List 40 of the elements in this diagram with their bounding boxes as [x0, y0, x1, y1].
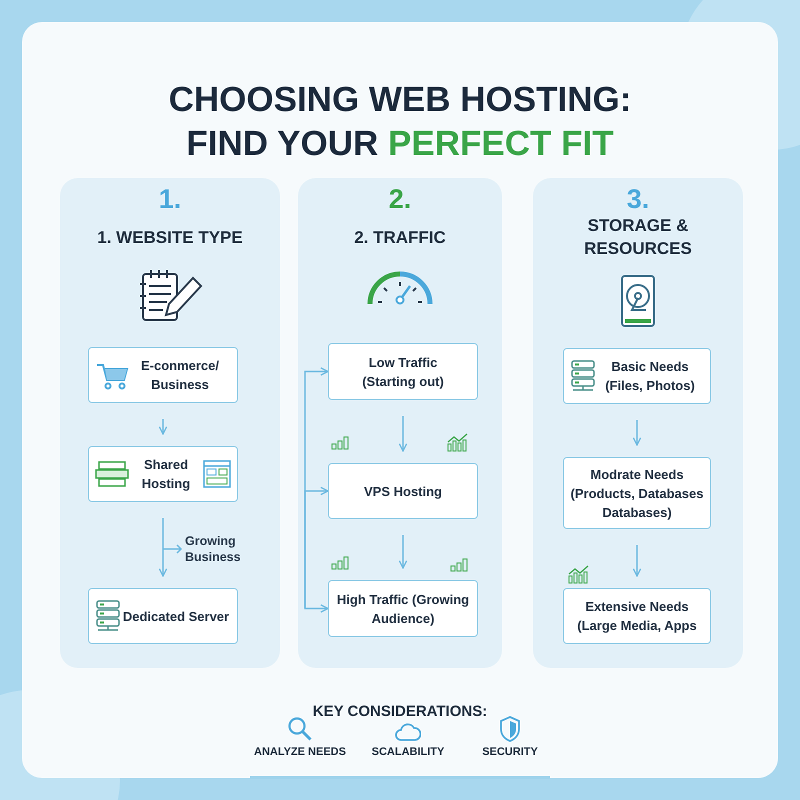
arrow [632, 420, 642, 446]
arrow [398, 416, 408, 452]
step-panel [533, 178, 743, 668]
step-number: 2. [388, 184, 412, 215]
option-label: Low Traffic (Starting out) [361, 354, 445, 390]
arrow [304, 486, 329, 608]
step-number: 3. [626, 184, 650, 215]
step-heading: 2. TRAFFIC [353, 227, 447, 249]
option-box [88, 347, 238, 403]
consideration-label: ANALYZE NEEDS [254, 746, 346, 758]
arrow [304, 604, 329, 613]
step-number: 1. [158, 184, 182, 215]
consideration-label: SCALABILITY [372, 746, 444, 758]
option-label: Shared Hosting [140, 456, 192, 493]
option-box [563, 457, 711, 529]
option-box [328, 580, 478, 637]
option-label: VPS Hosting [362, 482, 443, 500]
arrow [158, 518, 168, 577]
option-box [563, 588, 711, 644]
title: CHOOSING WEB HOSTING: FIND YOUR PERFECT FIT [168, 79, 632, 165]
option-box [563, 348, 711, 404]
arrow [632, 545, 642, 577]
option-label: Basic Needs (Files, Photos) [604, 358, 696, 395]
option-box [328, 343, 478, 400]
arrow [398, 535, 408, 569]
section-heading: KEY CONSIDERATIONS: [312, 703, 488, 720]
option-box [328, 463, 478, 519]
option-label: Extensive Needs (Large Media, Apps [576, 598, 698, 635]
step-heading: STORAGE & RESOURCES [583, 215, 693, 260]
option-label: High Traffic (Growing Audience) [336, 590, 470, 628]
consideration-label: SECURITY [482, 746, 538, 758]
option-box [88, 446, 238, 502]
option-label: Dedicated Server [122, 608, 230, 626]
option-label: Modrate Needs (Products, Databases Databases) [570, 466, 704, 522]
option-label: E-conmerce/ Business [140, 357, 220, 394]
option-box [88, 588, 238, 644]
arrow [158, 419, 168, 435]
step-panel [60, 178, 280, 668]
step-panel [298, 178, 502, 668]
step-heading: 1. WEBSITE TYPE [96, 227, 244, 249]
